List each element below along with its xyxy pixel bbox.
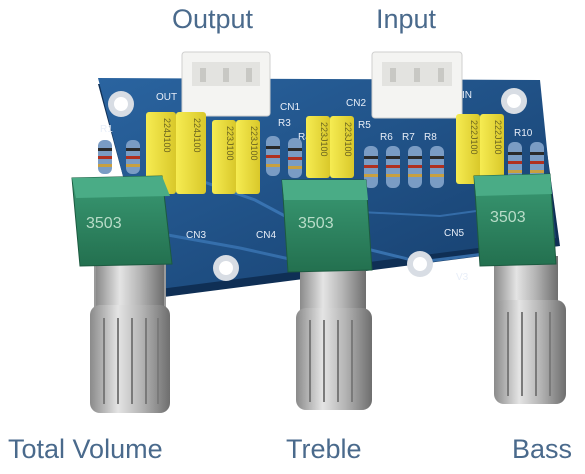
mounting-hole xyxy=(501,88,527,114)
capacitor: 223J100 xyxy=(236,120,260,194)
resistor xyxy=(408,146,422,188)
potentiometer-treble[interactable]: 3503 xyxy=(281,179,373,410)
capacitor-code: 223J100 xyxy=(249,126,259,161)
mounting-hole xyxy=(213,255,239,281)
silk-v3: V3 xyxy=(456,272,469,283)
silk-r3: R3 xyxy=(278,118,291,129)
resistor xyxy=(386,146,400,188)
input-label: Input xyxy=(376,4,437,34)
resistor xyxy=(530,142,544,182)
silk-r8: R8 xyxy=(424,132,437,143)
bass-label: Bass xyxy=(512,434,573,464)
silk-r7: R7 xyxy=(402,132,415,143)
capacitor: 224J100 xyxy=(146,112,176,194)
resistor xyxy=(508,142,522,184)
resistor xyxy=(364,146,378,188)
capacitor: 223J100 xyxy=(306,116,330,178)
resistor xyxy=(430,146,444,188)
silk-cn2: CN2 xyxy=(346,98,366,109)
capacitor-code: 223J100 xyxy=(225,126,235,161)
mounting-hole xyxy=(407,251,433,277)
pot-code: 3503 xyxy=(298,215,334,232)
capacitor-code: 222J100 xyxy=(493,120,503,155)
capacitor: 222J100 xyxy=(480,114,504,184)
silk-cn5: CN5 xyxy=(444,228,464,239)
capacitor-code: 222J100 xyxy=(469,120,479,155)
silk-r10: R10 xyxy=(514,128,533,139)
capacitor: 223J100 xyxy=(330,116,354,178)
capacitor-code: 224J100 xyxy=(162,118,172,153)
pot-code: 3503 xyxy=(86,215,122,232)
resistor xyxy=(288,138,302,178)
capacitor-code: 223J100 xyxy=(319,122,329,157)
potentiometer-total-volume[interactable]: 3503 xyxy=(71,175,173,413)
silk-in: IN xyxy=(462,90,472,101)
treble-label: Treble xyxy=(286,434,362,464)
capacitor-code: 224J100 xyxy=(192,118,202,153)
silk-out: OUT xyxy=(156,92,177,103)
silk-cn3: CN3 xyxy=(186,230,206,241)
resistor xyxy=(266,136,280,176)
capacitor: 223J100 xyxy=(212,120,236,194)
mounting-hole xyxy=(108,91,134,117)
silk-cn1: CN1 xyxy=(280,102,300,113)
capacitor-code: 223J100 xyxy=(343,122,353,157)
resistor xyxy=(126,140,140,174)
silk-cn4: CN4 xyxy=(256,230,276,241)
input-connector xyxy=(371,51,463,119)
silk-r4: R4 xyxy=(298,132,311,143)
silk-r5: R5 xyxy=(358,120,371,131)
silk-r6: R6 xyxy=(380,132,393,143)
resistor xyxy=(98,140,112,174)
capacitor: 224J100 xyxy=(176,112,206,194)
silk-r1: R1 xyxy=(100,124,113,135)
total-volume-label: Total Volume xyxy=(8,434,163,464)
output-label: Output xyxy=(172,4,254,34)
pot-code: 3503 xyxy=(490,209,526,226)
output-connector xyxy=(181,51,271,117)
capacitor: 222J100 xyxy=(456,114,480,184)
potentiometer-bass[interactable]: 3503 xyxy=(473,173,566,404)
